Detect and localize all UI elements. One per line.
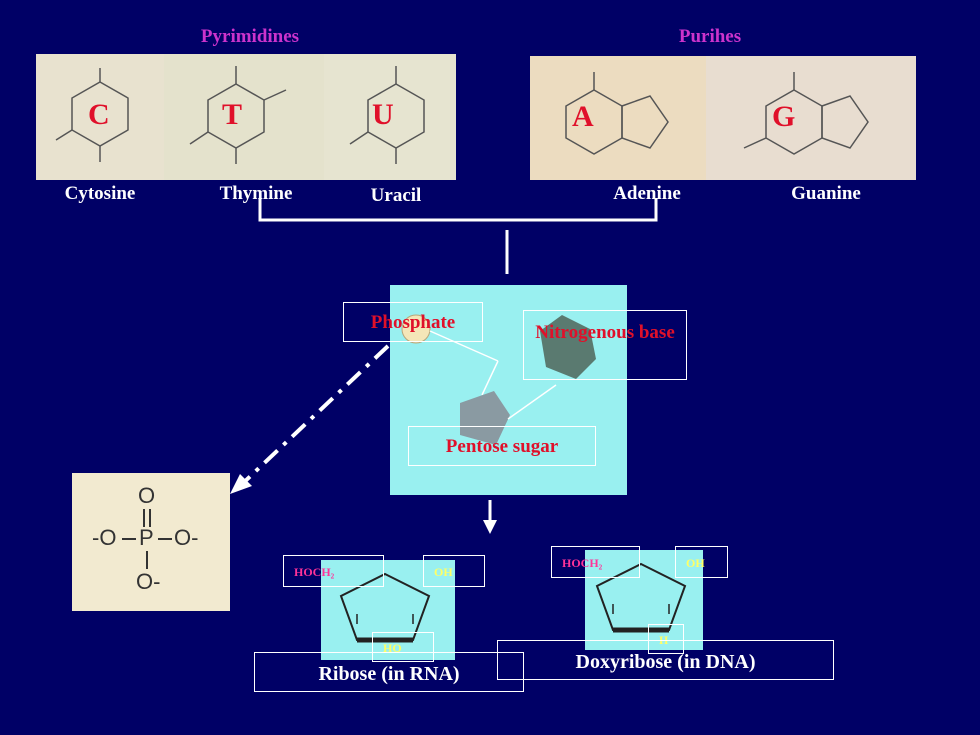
ribose-oh-label: OH (423, 555, 485, 587)
guanine-letter: G (772, 100, 796, 133)
phosphate-p: P (139, 525, 154, 550)
uracil-letter: U (372, 98, 394, 131)
adenine-ring-drawing (565, 72, 669, 155)
deoxyribose-oh-label: OH (675, 546, 728, 578)
pyrimidines-heading: Pyrimidines (200, 26, 300, 47)
ribose-hoch2-label: HOCH₂ (283, 555, 384, 587)
adenine-name: Adenine (613, 183, 681, 204)
ribose-structure (321, 560, 455, 660)
phosphate-o-left: -O (92, 525, 117, 550)
pentose-sugar-label: Pentose sugar (408, 426, 596, 466)
uracil-ring-drawing (349, 66, 425, 164)
phosphate-o-bottom: O- (136, 569, 161, 594)
phosphate-label: Phosphate (343, 302, 483, 342)
guanine-name: Guanine (791, 183, 861, 204)
thymine-letter: T (222, 98, 243, 131)
phosphate-bonds (122, 509, 172, 569)
purines-heading: Purihes (678, 26, 742, 47)
cytosine-name: Cytosine (64, 183, 136, 204)
thymine-structure: T (164, 54, 324, 180)
cytosine-letter: C (88, 98, 110, 131)
phosphate-group-structure: O -O P O- O- (72, 473, 230, 611)
thymine-ring-drawing (189, 66, 287, 164)
ribose-caption: Ribose (in RNA) (254, 652, 524, 692)
deoxyribose-hoch2-label: HOCH₂ (551, 546, 640, 578)
ribose-ho-label: HO (372, 632, 434, 662)
guanine-structure: G (706, 56, 916, 180)
uracil-name: Uracil (370, 185, 422, 206)
thymine-name: Thymine (219, 183, 293, 204)
cytosine-ring-drawing (55, 68, 129, 162)
phosphate-o-right: O- (174, 525, 199, 550)
uracil-structure: U (324, 54, 456, 180)
deoxyribose-caption: Doxyribose (in DNA) (497, 640, 834, 680)
guanine-ring-drawing (743, 72, 869, 155)
phosphate-o-top: O (138, 483, 156, 508)
cytosine-structure: C (36, 54, 164, 180)
adenine-letter: A (572, 100, 594, 133)
deoxyribose-ring (595, 562, 687, 633)
nucleotide-diagram (390, 285, 627, 495)
nucleotide-shapes (401, 314, 596, 445)
ribose-ring (339, 572, 431, 643)
adenine-structure: A (530, 56, 706, 180)
nitrogenous-base-label: Nitrogenous base (523, 310, 687, 380)
